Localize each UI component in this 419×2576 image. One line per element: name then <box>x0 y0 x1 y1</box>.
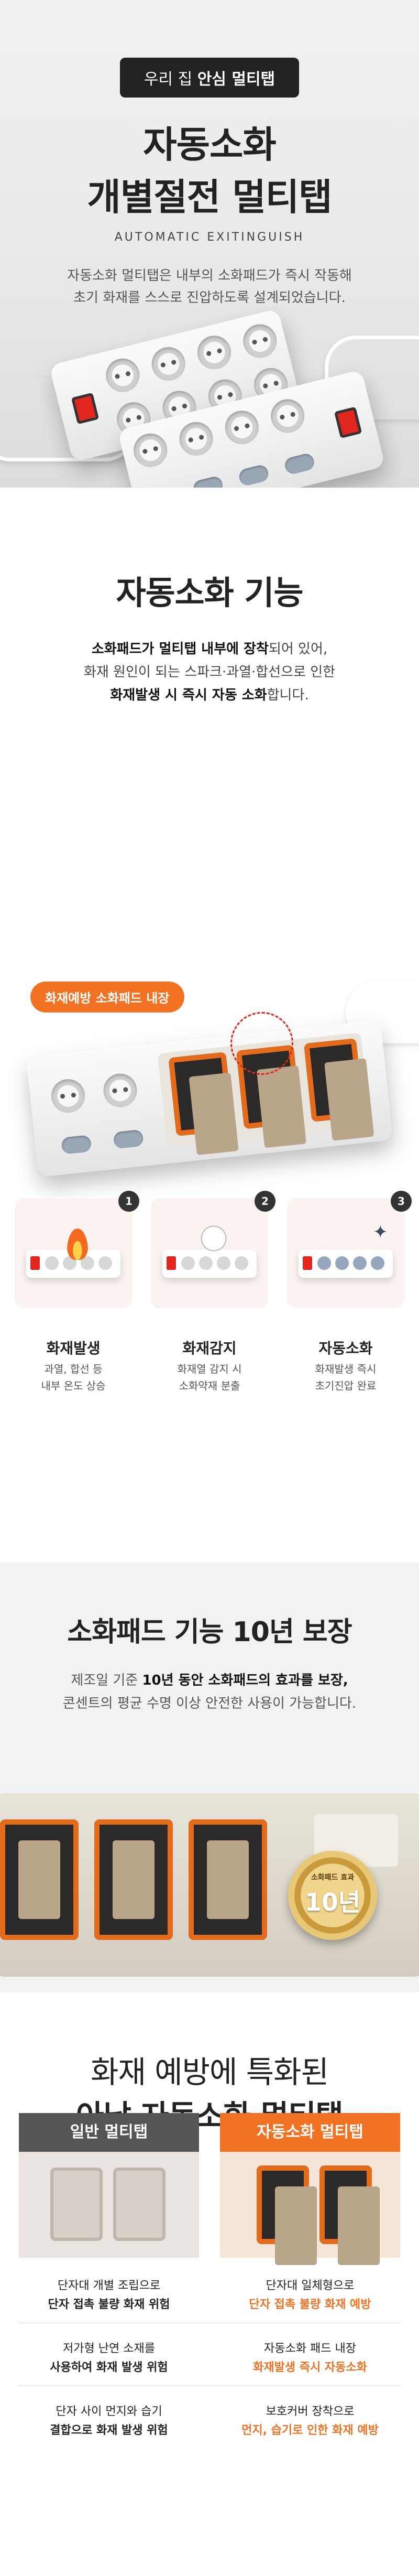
magnify-circle <box>230 1012 293 1075</box>
hero-description: 자동소화 멀티탭은 내부의 소화패드가 즉시 작동해 초기 화재를 스스로 진압… <box>0 265 419 309</box>
hero-subtitle-en: AUTOMATIC EXITINGUISH <box>114 231 305 244</box>
col-header-normal: 일반 멀티탭 <box>19 2113 199 2152</box>
pill-bold-text: 안심 멀티탭 <box>197 70 275 89</box>
pill-text: 우리 집 <box>144 70 197 89</box>
compare-col-auto: 자동소화 멀티탭 <box>220 2113 400 2265</box>
hero-desc-line1: 자동소화 멀티탭은 내부의 소화패드가 즉시 작동해 <box>67 268 352 284</box>
master-switch-icon <box>71 392 100 425</box>
smoke-icon <box>198 1224 229 1253</box>
master-switch-icon <box>334 406 362 439</box>
step-card-image: ✦ <box>287 1198 404 1308</box>
opened-strip-image <box>26 980 419 1177</box>
warranty-title: 소화패드 기능 10년 보장 <box>67 1616 352 1648</box>
step-card-image <box>15 1198 132 1308</box>
warranty-section: 소화패드 기능 10년 보장 제조일 기준 10년 동안 소화패드의 효과를 보… <box>0 1562 419 1992</box>
step-card-image <box>151 1198 268 1308</box>
step-title: 화재발생 <box>46 1340 101 1357</box>
hero-title-line2: 개별절전 멀티탭 <box>87 176 332 219</box>
step-number: 2 <box>255 1191 275 1212</box>
auto-strip-image <box>220 2152 400 2265</box>
pad-closeup-image: 소화패드 효과 10년 <box>0 1793 419 1977</box>
hero-pill: 우리 집 안심 멀티탭 <box>119 58 300 98</box>
col-header-auto: 자동소화 멀티탭 <box>220 2113 400 2152</box>
step-number: 3 <box>391 1191 412 1212</box>
func-line2: 화재 원인이 되는 스파크·과열·합선으로 인한 <box>83 664 336 680</box>
func-line3-bold: 화재발생 시 즉시 자동 소화 <box>110 687 267 703</box>
hero-desc-line2: 초기 화재를 스스로 진압하도록 설계되었습니다. <box>73 290 346 306</box>
sparkle-icon: ✦ <box>373 1222 388 1243</box>
compare-title-line1: 화재 예방에 특화된 <box>91 2054 329 2090</box>
ten-year-seal: 소화패드 효과 10년 <box>288 1851 377 1940</box>
step-title: 화재감지 <box>182 1340 237 1357</box>
fire-icon <box>67 1228 88 1260</box>
hero-title: 자동소화 개별절전 멀티탭 <box>0 118 419 223</box>
function-title: 자동소화 기능 <box>116 574 304 612</box>
hero-section: 우리 집 안심 멀티탭 자동소화 개별절전 멀티탭 AUTOMATIC EXIT… <box>0 0 419 488</box>
fire-pad-badge: 화재예방 소화패드 내장 <box>30 982 184 1012</box>
warranty-description: 제조일 기준 10년 동안 소화패드의 효과를 보장, 콘센트의 평균 수명 이… <box>62 1673 357 1711</box>
func-line1-bold: 소화패드가 멀티탭 내부에 장착 <box>91 641 269 657</box>
func-line1-rest: 되어 있어, <box>268 641 328 657</box>
func-line3-rest: 합니다. <box>267 687 309 703</box>
hero-title-line1: 자동소화 <box>143 123 277 166</box>
function-description: 소화패드가 멀티탭 내부에 장착되어 있어, 화재 원인이 되는 스파크·과열·… <box>0 638 419 707</box>
step-title: 자동소화 <box>318 1340 373 1357</box>
power-cord <box>325 336 419 419</box>
compare-col-normal: 일반 멀티탭 <box>19 2113 199 2258</box>
function-section: 자동소화 기능 소화패드가 멀티탭 내부에 장착되어 있어, 화재 원인이 되는… <box>0 488 419 1038</box>
normal-strip-image <box>19 2152 199 2258</box>
step-number: 1 <box>118 1191 139 1212</box>
